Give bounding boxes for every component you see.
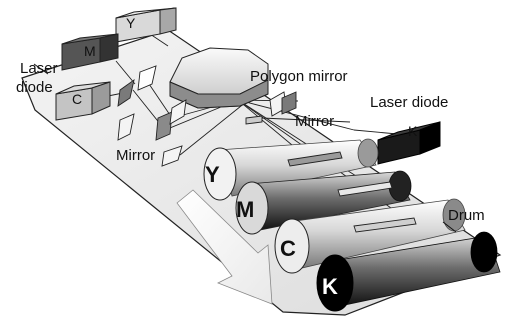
laser-box-c-label: C xyxy=(72,91,82,107)
laser-box-c: C xyxy=(55,81,111,121)
drum-c: C xyxy=(274,198,466,274)
laser-box-m: M xyxy=(61,33,119,71)
laser-box-m-label: M xyxy=(84,43,96,59)
laser-diode-left-label-line2: diode xyxy=(16,79,53,96)
drum-m-label: M xyxy=(236,197,254,222)
laser-diode-left-label-line1: Laser xyxy=(20,60,58,77)
polygon-mirror xyxy=(169,47,269,109)
drum-label: Drum xyxy=(448,207,485,224)
laser-diode-right-label: Laser diode xyxy=(370,94,448,111)
drum-leader xyxy=(442,221,457,233)
laser-box-y: Y xyxy=(115,7,177,43)
mirror-left-label: Mirror xyxy=(116,147,155,164)
laser-box-k-label: K xyxy=(408,123,418,139)
polygon-mirror-label: Polygon mirror xyxy=(250,68,348,85)
drum-k: K xyxy=(316,231,501,312)
laser-box-k: K xyxy=(377,121,441,165)
drum-c-label: C xyxy=(280,236,296,261)
drum-y-label: Y xyxy=(205,162,220,187)
drum-k-label: K xyxy=(322,274,338,299)
mirrors-right xyxy=(245,91,297,125)
laser-box-y-label: Y xyxy=(126,15,136,31)
scan-lines xyxy=(287,151,417,233)
paper-feed-arrow xyxy=(176,189,273,305)
mirrors-left xyxy=(117,65,187,167)
mirror-right-label: Mirror xyxy=(295,113,334,130)
laser-diode-left-leader xyxy=(33,63,49,75)
